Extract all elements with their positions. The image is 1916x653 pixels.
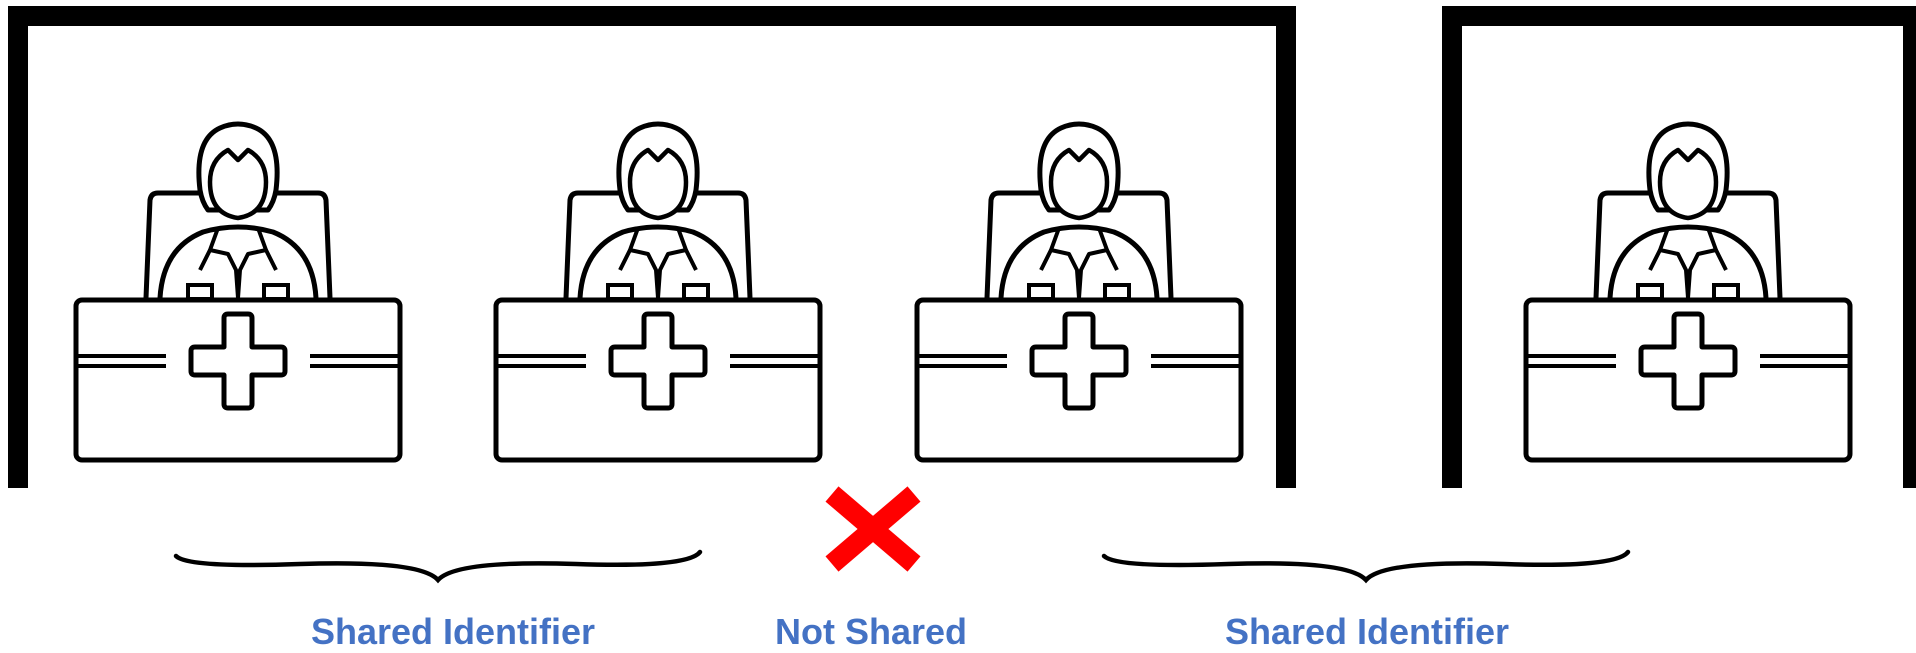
curly-brace-icon: [173, 549, 703, 584]
receptionist-desk-icon: [76, 124, 400, 460]
label-shared-identifier-left: Shared Identifier: [310, 611, 596, 652]
label-not-shared: Not Shared: [774, 611, 968, 652]
receptionist-desk-icon: [917, 124, 1241, 460]
cross-icon: [825, 486, 921, 572]
booth-wall-left: [8, 6, 1296, 488]
curly-brace-icon: [1101, 549, 1631, 584]
receptionist-desk-icon: [1526, 124, 1850, 460]
booth-wall-right: [1442, 6, 1916, 488]
label-shared-identifier-right: Shared Identifier: [1224, 611, 1510, 652]
receptionist-desk-icon: [496, 124, 820, 460]
